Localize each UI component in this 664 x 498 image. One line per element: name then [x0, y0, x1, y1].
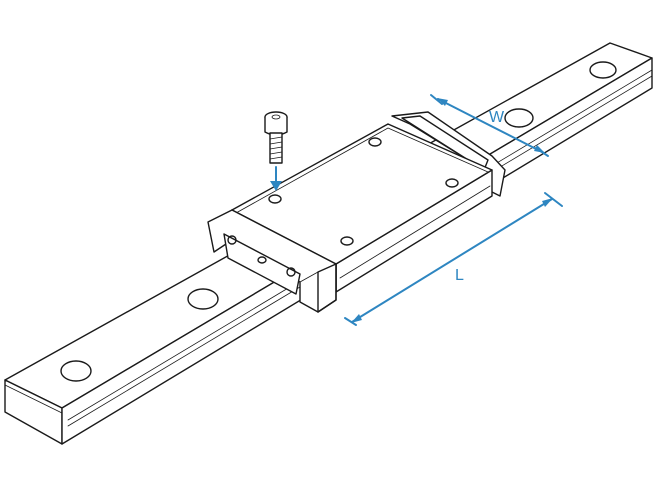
width-label: W: [489, 109, 505, 126]
width-line: [437, 98, 545, 154]
dimension-width: W: [430, 94, 549, 157]
rail-chamfer: [4, 384, 63, 414]
endcap-screw-left: [227, 235, 237, 245]
length-tick-end: [544, 192, 563, 207]
block-hole-3: [268, 194, 282, 204]
length-line: [351, 198, 553, 323]
block-hole-2: [445, 178, 459, 188]
length-arrow-end: [542, 198, 553, 207]
length-label: L: [455, 267, 464, 284]
carriage-block: [207, 111, 506, 313]
block-side-line: [339, 185, 491, 279]
rail-hole-3: [504, 108, 534, 128]
bolt-hex-socket: [271, 114, 281, 120]
bolt-thread-5: [269, 156, 283, 160]
bolt-thread-3: [269, 146, 283, 150]
length-arrow-start: [351, 314, 362, 323]
width-arrow-start: [437, 98, 448, 106]
dimension-length: L: [344, 192, 563, 326]
front-seal-edge: [317, 263, 337, 313]
endcap-screw-right: [286, 267, 296, 277]
bolt-arrow-head: [270, 181, 282, 191]
rail-hole-2: [187, 288, 219, 310]
block-top-edge: [235, 127, 489, 214]
front-seal-inner: [299, 271, 319, 283]
length-tick-start: [344, 317, 357, 326]
grease-nipple: [257, 256, 267, 264]
mounting-bolt: [264, 111, 288, 191]
front-end-plate: [223, 233, 301, 295]
rear-seal: [401, 115, 489, 171]
block-hole-4: [340, 236, 354, 246]
bolt-thread-4: [269, 151, 283, 155]
rail-hole-1: [60, 360, 92, 382]
rail-hole-4: [589, 61, 617, 79]
bolt-thread-1: [269, 136, 283, 140]
width-arrow-end: [534, 145, 545, 153]
bolt-thread-2: [269, 141, 283, 145]
block-hole-1: [368, 137, 382, 147]
width-tick-start: [430, 94, 443, 105]
